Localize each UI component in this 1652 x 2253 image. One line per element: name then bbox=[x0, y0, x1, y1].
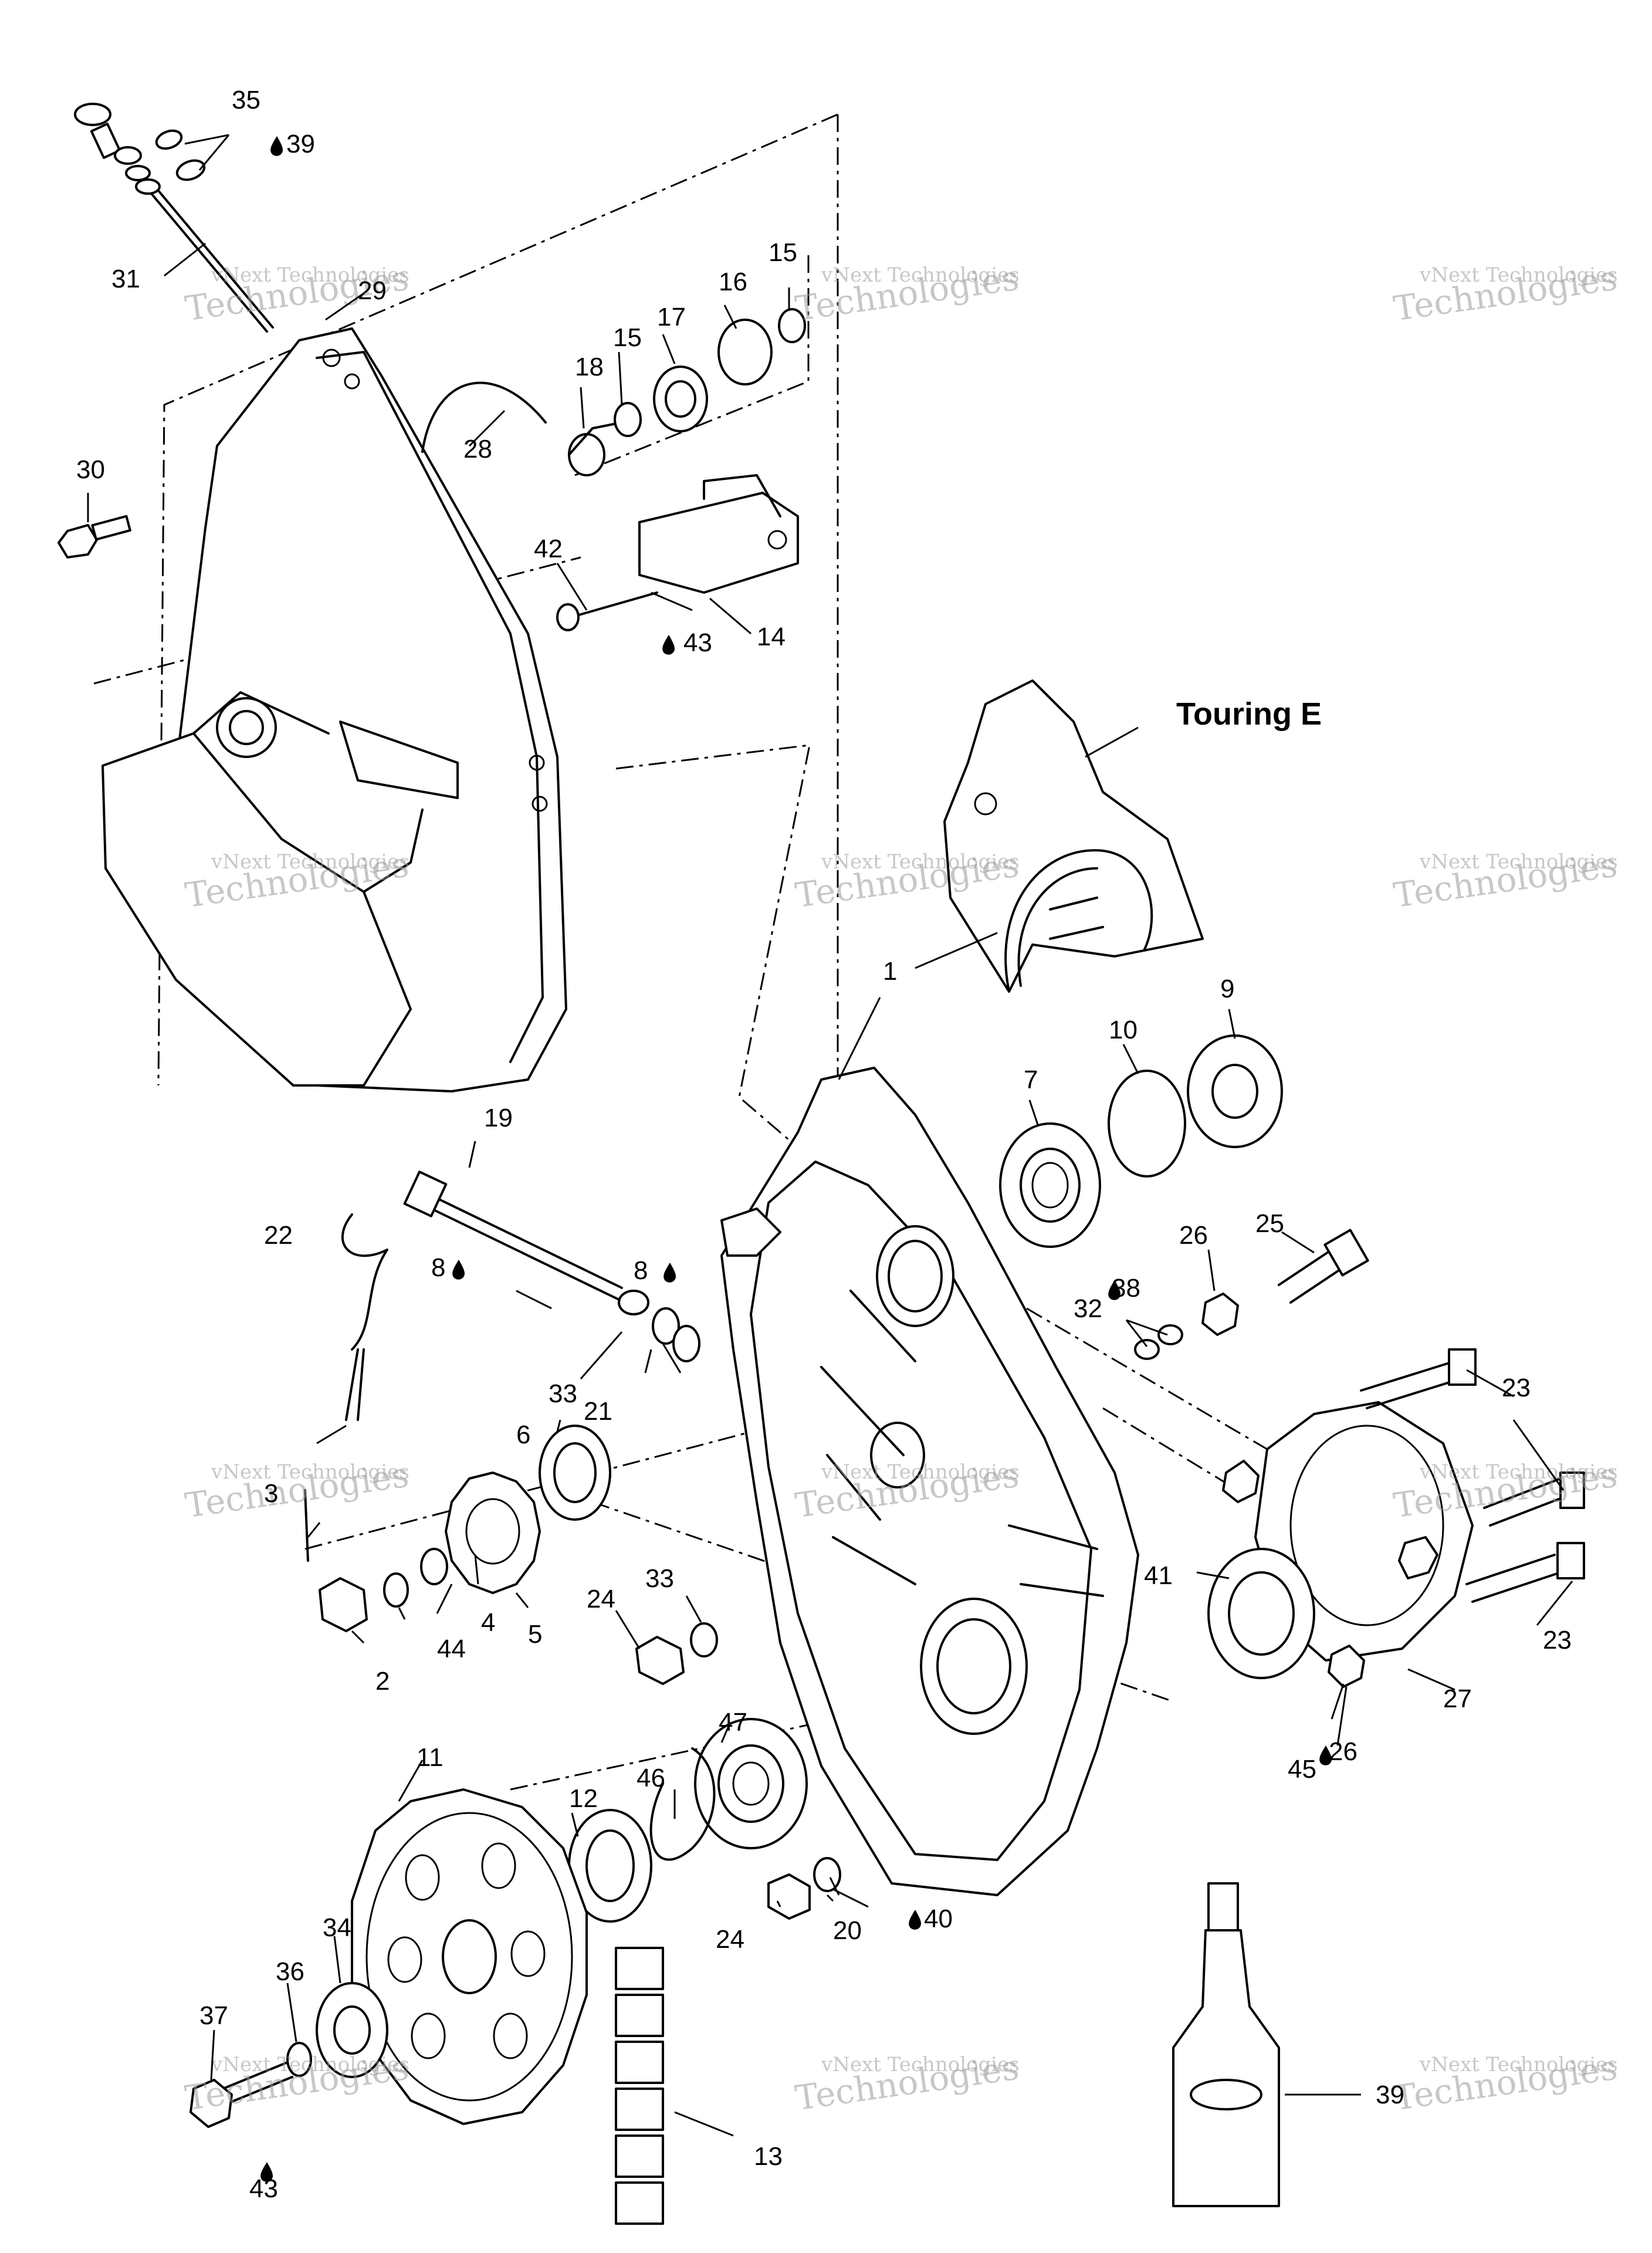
part-label: 8 bbox=[634, 1256, 648, 1285]
part-label: 39 bbox=[1376, 2081, 1404, 2109]
part-label: 5 bbox=[528, 1620, 542, 1649]
drive-chain bbox=[615, 1947, 664, 2225]
part-label: 17 bbox=[657, 303, 686, 331]
part-label: 24 bbox=[716, 1925, 744, 1954]
oil-drop-icon bbox=[452, 1260, 465, 1280]
cover-bolt bbox=[57, 515, 131, 559]
large-gear bbox=[351, 1788, 588, 2125]
watermark-text: vNext Technologies bbox=[1419, 1460, 1618, 1484]
part-label: 40 bbox=[924, 1904, 953, 1933]
leader-lines bbox=[87, 134, 1573, 2137]
part-labels: 1 2 3 4 5 6 7 8 8 9 10 11 12 13 14 15 15… bbox=[76, 86, 1572, 2203]
part-label: 28 bbox=[463, 435, 492, 464]
bearing-cover-plate bbox=[1207, 1348, 1585, 1688]
part-label: 14 bbox=[757, 623, 786, 651]
touring-e-inset bbox=[943, 679, 1204, 993]
part-label: 45 bbox=[1288, 1755, 1316, 1784]
chaincase-cover bbox=[101, 327, 567, 1092]
part-label: 13 bbox=[754, 2142, 783, 2171]
part-label: 19 bbox=[484, 1104, 513, 1132]
part-label: 33 bbox=[549, 1379, 577, 1408]
oil-bottle bbox=[1172, 1882, 1280, 2207]
watermark-text: vNext Technologies bbox=[1419, 2053, 1618, 2076]
watermark-text: vNext Technologies bbox=[1419, 263, 1618, 287]
part-label: 10 bbox=[1109, 1016, 1138, 1044]
oil-drop-icon bbox=[663, 1263, 676, 1283]
drive-sprocket-stack bbox=[304, 1425, 611, 1632]
part-label: 22 bbox=[264, 1221, 293, 1250]
oil-drop-icon bbox=[662, 635, 675, 655]
part-label: 27 bbox=[1443, 1684, 1472, 1713]
part-label: 32 bbox=[1074, 1294, 1102, 1323]
watermark-text: vNext Technologies bbox=[821, 263, 1020, 287]
part-label: 42 bbox=[534, 535, 563, 563]
watermark-text: vNext Technologies bbox=[211, 263, 409, 287]
part-label: 29 bbox=[358, 276, 387, 305]
watermark-text: vNext Technologies bbox=[821, 1460, 1020, 1484]
mid-hardware bbox=[635, 1622, 718, 1685]
part-label: 34 bbox=[323, 1913, 351, 1942]
part-label: 46 bbox=[637, 1764, 665, 1792]
part-label: 43 bbox=[683, 628, 712, 657]
part-label: 3 bbox=[264, 1479, 278, 1508]
part-label: 30 bbox=[76, 455, 105, 484]
part-label: 23 bbox=[1543, 1626, 1572, 1655]
part-label: 47 bbox=[719, 1708, 747, 1737]
part-label: 1 bbox=[883, 957, 897, 986]
part-label: 18 bbox=[575, 353, 604, 381]
part-label: 6 bbox=[516, 1420, 530, 1449]
watermark-text: vNext Technologies bbox=[821, 850, 1020, 874]
tensioner-shaft bbox=[341, 1171, 700, 1421]
part-label: 8 bbox=[431, 1253, 445, 1282]
oil-drop-icon bbox=[1108, 1280, 1120, 1300]
lower-bearings bbox=[568, 1718, 841, 1923]
oil-drop-icon bbox=[260, 2162, 273, 2182]
seal-strip bbox=[421, 381, 547, 453]
part-label: 23 bbox=[1502, 1374, 1531, 1402]
part-label: 35 bbox=[232, 86, 260, 114]
part-label: 26 bbox=[1179, 1221, 1208, 1250]
part-label: 41 bbox=[1144, 1561, 1173, 1590]
oil-drop-icon bbox=[909, 1910, 921, 1930]
part-label: 24 bbox=[587, 1585, 615, 1613]
part-label: 39 bbox=[286, 130, 315, 158]
variant-title: Touring E bbox=[1176, 696, 1322, 732]
tensioner-block bbox=[556, 474, 799, 631]
watermark-text: vNext Technologies bbox=[821, 2053, 1020, 2076]
upper-bearing-stack bbox=[568, 308, 806, 476]
driven-side-bearings bbox=[999, 1034, 1283, 1248]
part-label: 7 bbox=[1024, 1065, 1038, 1094]
part-label: 12 bbox=[569, 1784, 598, 1813]
part-label: 26 bbox=[1329, 1737, 1358, 1766]
oil-drop-icon bbox=[270, 136, 283, 156]
watermark-text: vNext Technologies bbox=[211, 1460, 409, 1484]
part-label: 9 bbox=[1220, 975, 1234, 1003]
part-label: 16 bbox=[719, 268, 747, 296]
part-label: 33 bbox=[645, 1564, 674, 1593]
chaincase-housing bbox=[720, 1067, 1139, 1896]
part-label: 37 bbox=[199, 2001, 228, 2030]
dipstick bbox=[74, 103, 274, 333]
part-label: 25 bbox=[1255, 1209, 1284, 1238]
part-label: 31 bbox=[111, 265, 140, 293]
part-label: 21 bbox=[584, 1397, 612, 1426]
part-label: 15 bbox=[613, 323, 642, 352]
watermark-text: vNext Technologies bbox=[211, 850, 409, 874]
part-label: 20 bbox=[833, 1916, 862, 1945]
part-label: 36 bbox=[276, 1957, 304, 1986]
part-label: 4 bbox=[481, 1608, 495, 1637]
part-label: 15 bbox=[769, 238, 797, 267]
gear-hardware bbox=[189, 1982, 388, 2128]
oil-drop-icons bbox=[260, 136, 1332, 2182]
watermark-text: vNext Technologies bbox=[1419, 850, 1618, 874]
watermark-text: vNext Technologies bbox=[211, 2053, 409, 2076]
oil-drop-icon bbox=[1319, 1745, 1332, 1765]
part-label: 11 bbox=[417, 1743, 444, 1772]
part-label: 2 bbox=[375, 1667, 390, 1696]
part-label: 44 bbox=[437, 1635, 466, 1663]
adjuster-hardware bbox=[1134, 1229, 1369, 1360]
